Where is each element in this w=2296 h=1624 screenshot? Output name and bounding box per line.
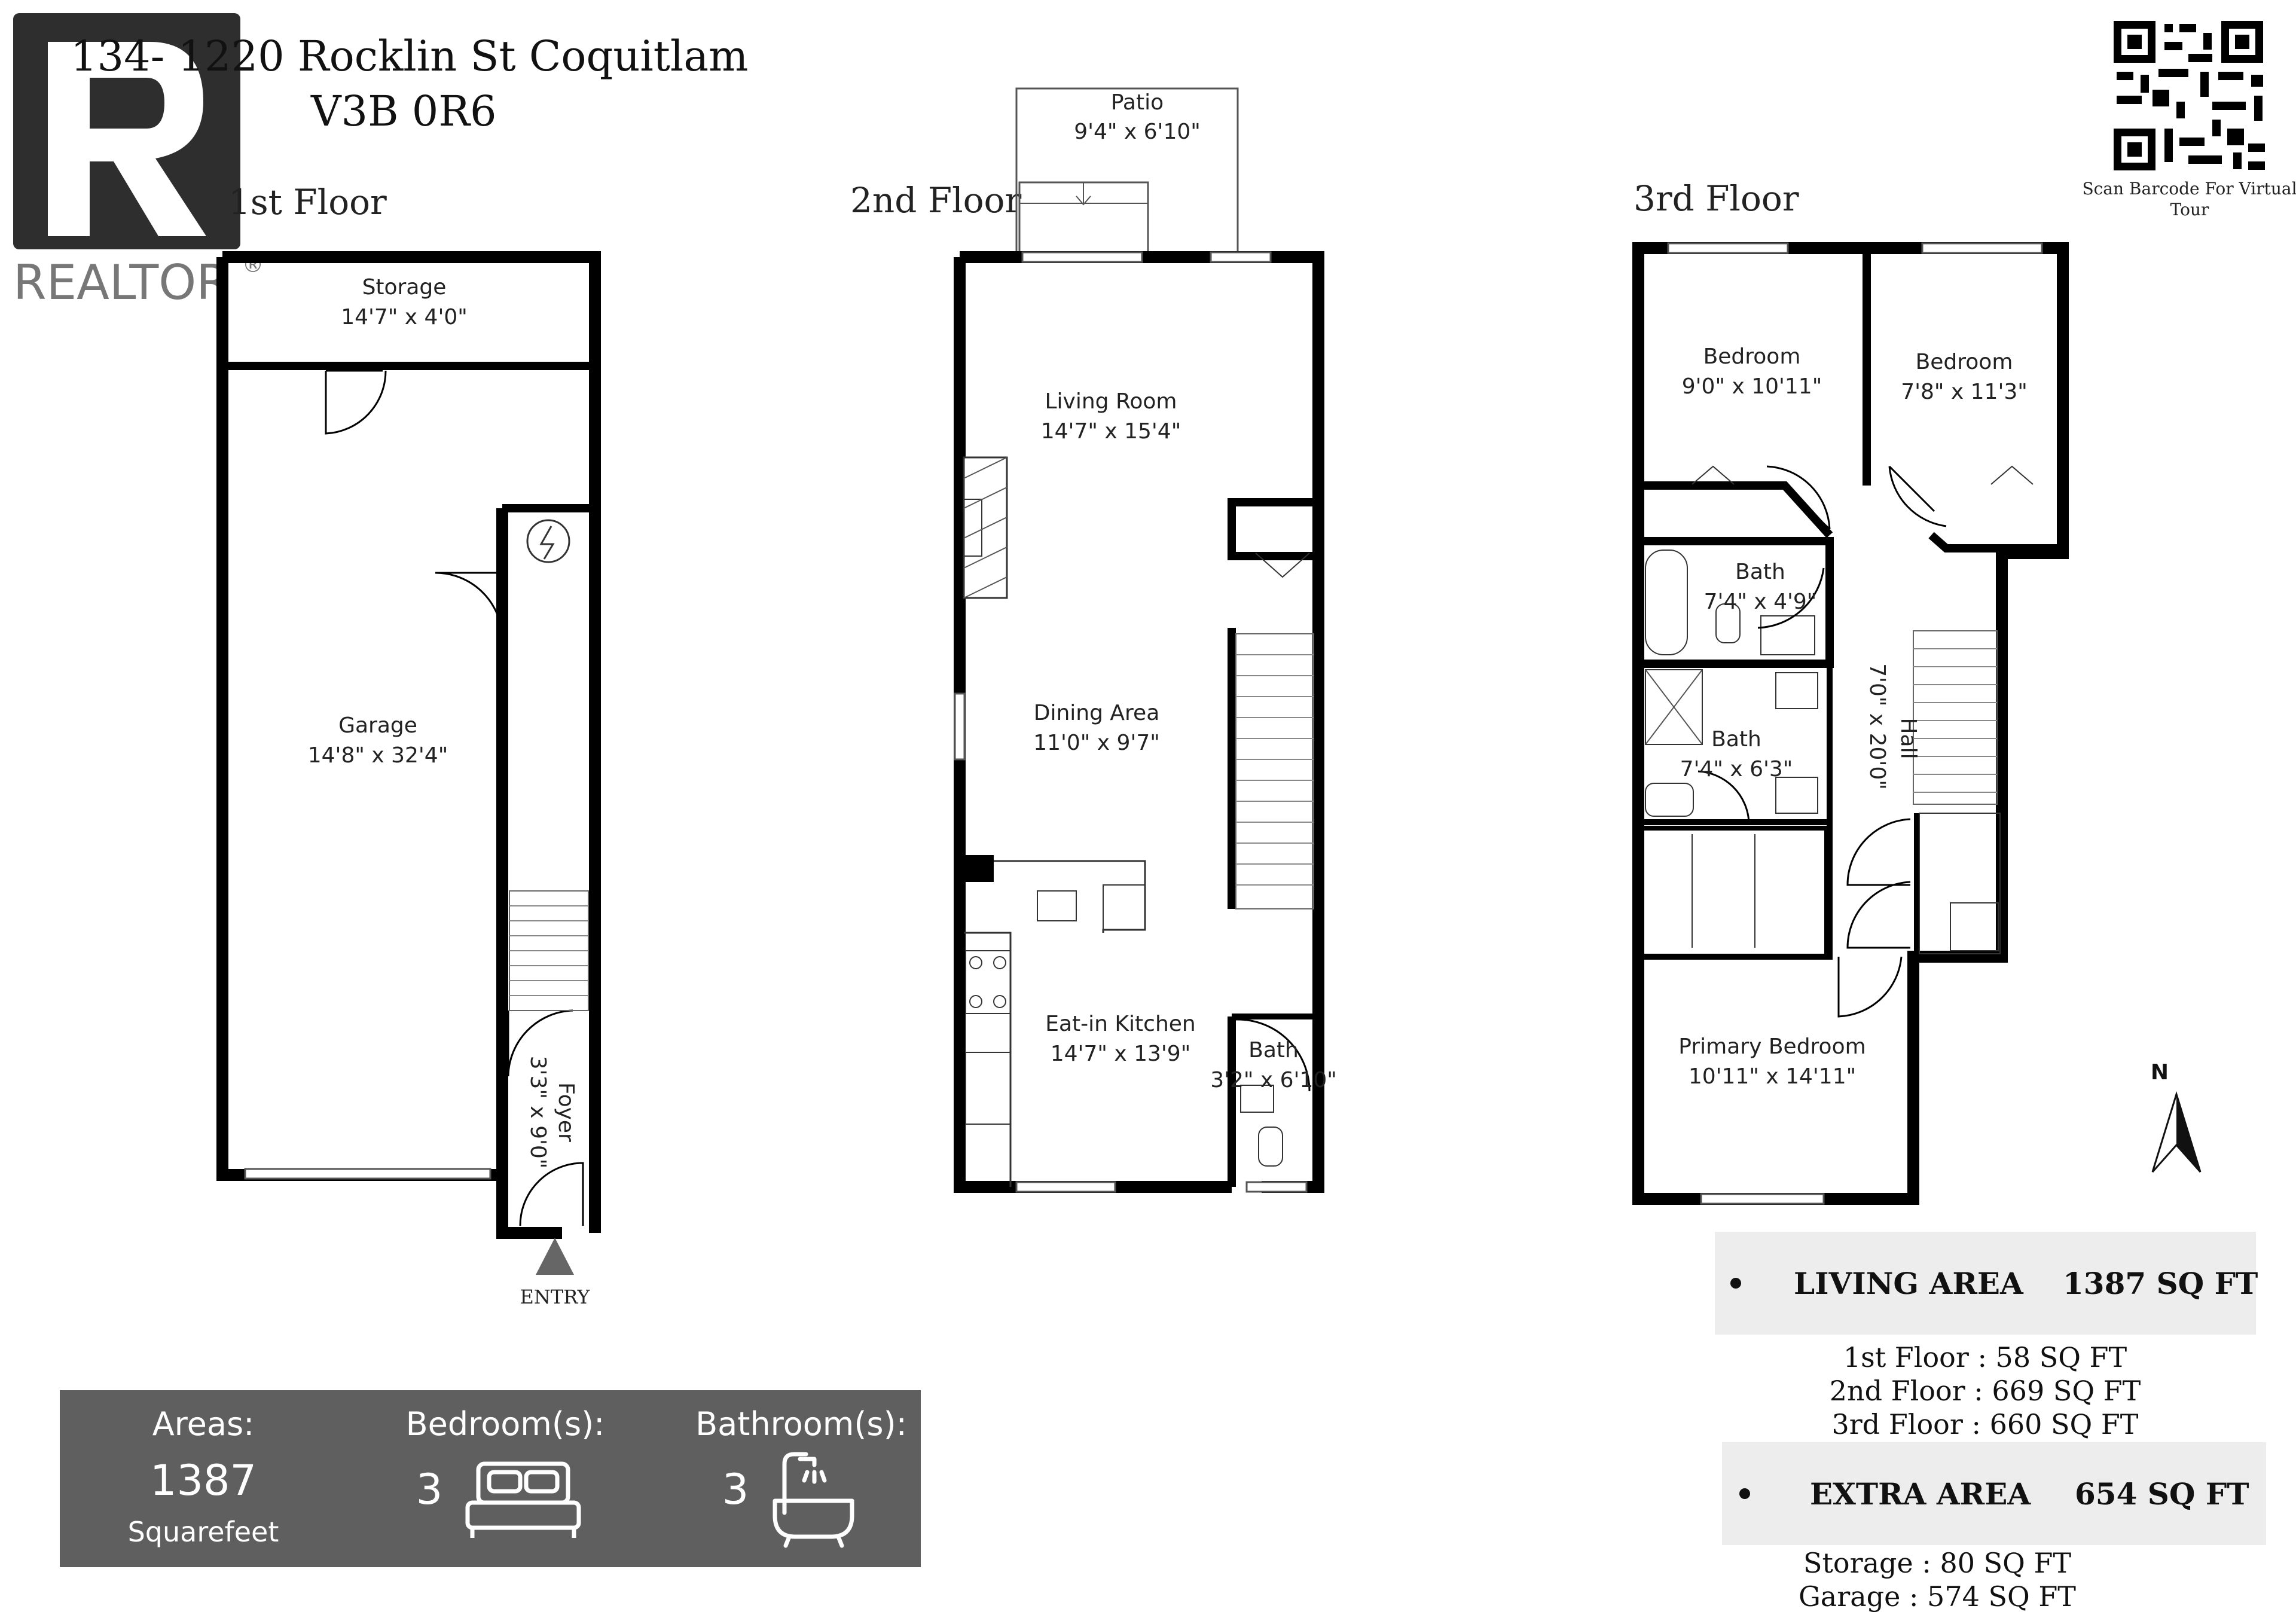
bedroom1-label: Bedroom <box>1703 344 1801 369</box>
living-breakdown-3: 3rd Floor : 660 SQ FT <box>1832 1408 2139 1440</box>
bathtub-fixture <box>1645 550 1688 655</box>
qr-caption-line-1: Scan Barcode For Virtual <box>2082 179 2296 199</box>
areas-unit: Squarefeet <box>128 1516 279 1548</box>
patio-dims: 9'4" x 6'10" <box>1074 120 1201 144</box>
bath2-door <box>1697 770 1750 823</box>
bedroom2-dims: 7'8" x 11'3" <box>1901 380 2028 404</box>
bath1-door <box>1757 567 1825 629</box>
bedroom1-dims: 9'0" x 10'11" <box>1682 374 1822 399</box>
kitchen-dims: 14'7" x 13'9" <box>1051 1042 1191 1066</box>
kitchen-label: Eat-in Kitchen <box>1045 1012 1195 1036</box>
extra-breakdown-2: Garage : 574 SQ FT <box>1799 1580 2076 1613</box>
second-bath-door <box>1235 1018 1311 1092</box>
hall-label: Hall <box>1896 718 1921 759</box>
bath2-label: Bath <box>1711 727 1761 752</box>
entry-arrow-icon <box>536 1238 574 1275</box>
second-floor-title: 2nd Floor <box>850 180 1021 221</box>
first-floor-stairs <box>509 890 589 1011</box>
living-room-dims: 14'7" x 15'4" <box>1041 419 1181 444</box>
dining-area-dims: 11'0" x 9'7" <box>1033 731 1160 755</box>
bedroom1-door <box>1766 465 1831 530</box>
extra-breakdown-1: Storage : 80 SQ FT <box>1803 1547 2071 1579</box>
realtor-wordmark: REALTOR <box>13 255 230 310</box>
electrical-panel-icon <box>526 519 570 563</box>
third-floor-plan <box>1632 242 2069 1205</box>
primary-door <box>1837 956 1903 1018</box>
bathtub-icon <box>773 1452 854 1548</box>
bathrooms-label: Bathroom(s): <box>695 1405 907 1443</box>
living-area-box <box>1715 1232 2256 1335</box>
first-floor-title: 1st Floor <box>228 182 387 222</box>
third-floor-title: 3rd Floor <box>1634 178 1799 219</box>
areas-value: 1387 <box>150 1456 257 1505</box>
storage-door <box>325 370 387 435</box>
hall-closet-door-2 <box>1846 881 1911 949</box>
qr-caption-line-2: Tour <box>2170 200 2209 219</box>
living-area-value: 1387 SQ FT <box>2063 1266 2258 1301</box>
second-floor-stairs <box>1235 633 1314 909</box>
living-breakdown-1: 1st Floor : 58 SQ FT <box>1843 1341 2127 1373</box>
foyer-label: Foyer <box>554 1082 578 1142</box>
extra-area-bullet <box>1739 1488 1750 1499</box>
living-breakdown-2: 2nd Floor : 669 SQ FT <box>1830 1375 2141 1407</box>
garage-door <box>244 1168 491 1180</box>
second-bath-dims: 3'2" x 6'10" <box>1210 1068 1337 1092</box>
garage-label: Garage <box>338 713 417 738</box>
bedroom2-door <box>1888 466 1947 527</box>
bathrooms-value: 3 <box>722 1465 749 1514</box>
bedrooms-value: 3 <box>416 1465 443 1514</box>
bedrooms-label: Bedroom(s): <box>406 1405 605 1443</box>
entry-label: ENTRY <box>520 1286 591 1308</box>
fridge-icon <box>965 1052 1011 1125</box>
bed-icon <box>465 1461 581 1538</box>
bath1-dims: 7'4" x 4'9" <box>1704 590 1817 614</box>
foyer-text: Foyer <box>554 1082 578 1142</box>
first-floor-plan <box>216 251 601 1239</box>
qr-code-icon <box>2111 18 2266 173</box>
toilet-icon <box>1258 1127 1283 1167</box>
bedroom2-label: Bedroom <box>1916 350 2013 374</box>
foyer-dims: 3'3" x 9'0" <box>526 1056 550 1169</box>
foyer-dims-text: 3'3" x 9'0" <box>526 1056 550 1169</box>
hall-dims: 7'0" x 20'0" <box>1865 663 1889 790</box>
areas-label: Areas: <box>152 1405 255 1443</box>
hall-text: Hall <box>1896 718 1921 759</box>
living-room-label: Living Room <box>1045 389 1177 414</box>
garage-dims: 14'8" x 32'4" <box>308 743 448 768</box>
living-area-bullet <box>1730 1278 1741 1289</box>
shower-fixture <box>1645 669 1703 745</box>
foyer-door <box>507 1009 573 1077</box>
second-bath-label: Bath <box>1248 1038 1299 1063</box>
bath2-dims: 7'4" x 6'3" <box>1680 757 1793 782</box>
hall-dims-text: 7'0" x 20'0" <box>1865 663 1889 790</box>
storage-dims: 14'7" x 4'0" <box>341 305 468 329</box>
address-line-1: 134- 1220 Rocklin St Coquitlam <box>71 32 748 81</box>
dining-area-label: Dining Area <box>1034 701 1160 725</box>
compass-north-icon: N <box>2151 1060 2202 1173</box>
storage-label: Storage <box>362 275 447 300</box>
third-floor-stairs <box>1913 630 1998 805</box>
extra-area-label: EXTRA AREA <box>1810 1476 2031 1512</box>
realtor-logo-icon: REALTOR ® <box>13 13 264 310</box>
primary-bedroom-label: Primary Bedroom <box>1678 1034 1866 1059</box>
bath1-label: Bath <box>1735 560 1785 584</box>
compass-label: N <box>2151 1060 2169 1085</box>
primary-bedroom-dims: 10'11" x 14'11" <box>1689 1064 1856 1089</box>
second-floor-plan <box>954 87 1324 1193</box>
extra-area-box <box>1722 1442 2266 1545</box>
living-area-label: LIVING AREA <box>1794 1266 2024 1301</box>
address-line-2: V3B 0R6 <box>310 87 497 136</box>
stove-icon <box>965 950 1011 1014</box>
patio-label: Patio <box>1111 90 1164 115</box>
entry-door <box>519 1162 584 1226</box>
hall-closet-door-1 <box>1846 818 1911 886</box>
garage-door-swing <box>435 572 503 637</box>
extra-area-value: 654 SQ FT <box>2075 1476 2249 1512</box>
